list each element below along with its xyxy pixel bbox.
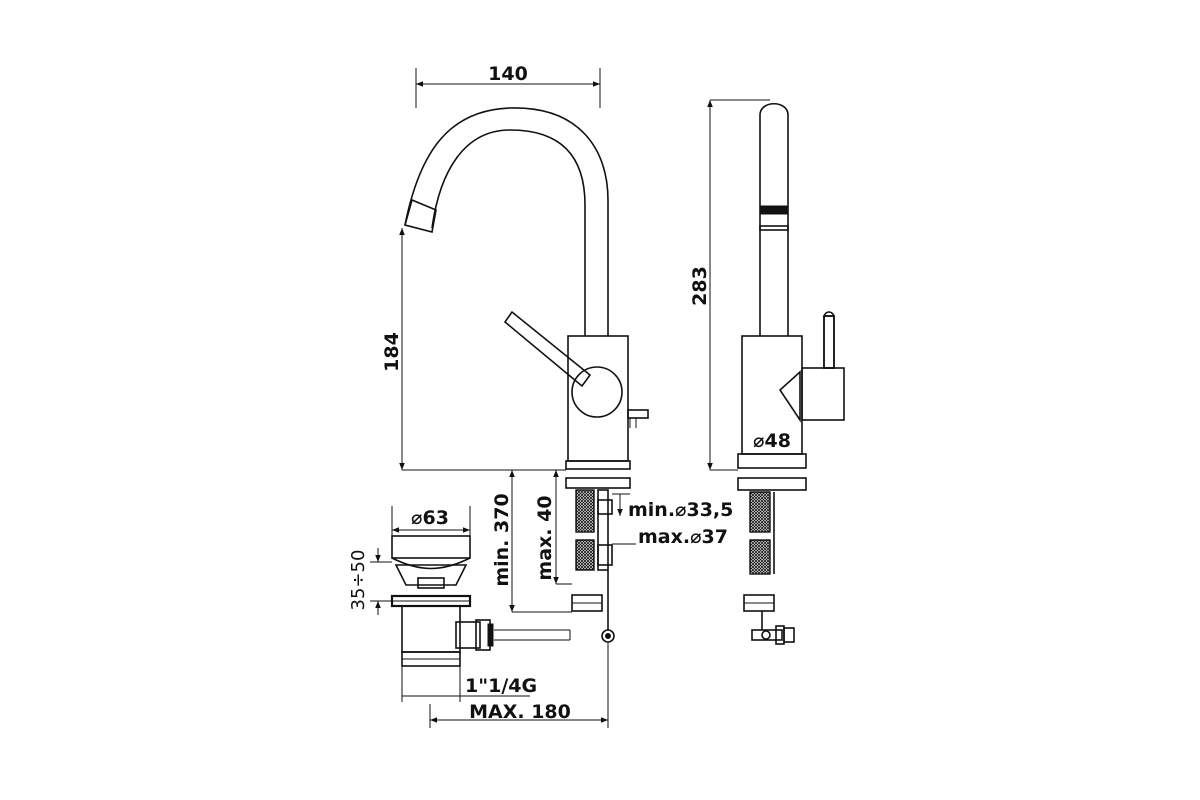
faucet-body (567, 335, 629, 462)
waste-body (401, 605, 461, 653)
aerator (759, 205, 789, 215)
lever-handle (503, 310, 592, 388)
side-lever-rod (823, 315, 835, 369)
dim-140: 140 (488, 63, 528, 85)
side-view (737, 102, 845, 645)
dim-d63: ⌀63 (411, 507, 449, 529)
dim-min-370: min. 370 (491, 493, 513, 586)
waste-cap (391, 535, 471, 559)
spout-inner (431, 129, 586, 336)
waste-flange (394, 564, 468, 586)
side-base-plate (737, 453, 807, 469)
dim-35-50: 35÷50 (348, 550, 369, 611)
spout-outer (404, 107, 609, 336)
dim-min-d33: min.⌀33,5 (628, 499, 733, 521)
flex-hose-left-2 (575, 539, 595, 571)
spout-tip (404, 198, 437, 233)
side-connector (751, 629, 783, 641)
dim-283: 283 (689, 266, 711, 306)
pivot-boss (455, 621, 481, 649)
dim-d48: ⌀48 (753, 430, 791, 452)
dimension-labels: 140 184 283 min. 370 max. 40 min.⌀33,5 m… (348, 63, 791, 723)
popup-knob (627, 409, 649, 419)
side-lever-cap (778, 370, 801, 423)
lever-hub (571, 366, 623, 418)
flex-hose-left (575, 489, 595, 533)
front-view (404, 107, 649, 722)
dim-max-40: max. 40 (534, 495, 556, 580)
side-washer (737, 477, 807, 491)
dimension-lines (370, 68, 802, 728)
dim-thread: 1"1/4G (465, 675, 537, 697)
base-plate (565, 460, 631, 470)
side-spout (759, 102, 789, 336)
side-lever-hub (801, 367, 845, 421)
dim-max-180: MAX. 180 (469, 701, 571, 723)
underside-washer (565, 477, 631, 489)
side-hose-1 (749, 491, 771, 533)
threaded-rod (597, 489, 609, 571)
side-hose-2 (749, 539, 771, 575)
dim-max-d37: max.⌀37 (638, 526, 728, 548)
dim-184: 184 (381, 332, 403, 372)
